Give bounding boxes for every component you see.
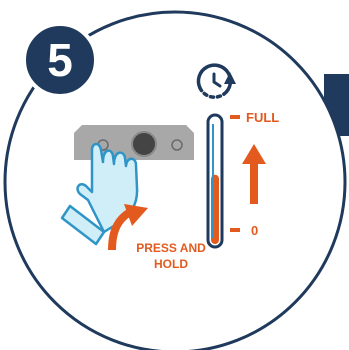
- step-number: 5: [47, 34, 73, 86]
- label-empty: 0: [251, 223, 258, 238]
- instruction-line-2: HOLD: [154, 257, 188, 271]
- label-full: FULL: [246, 110, 279, 125]
- instruction-line-1: PRESS AND: [136, 241, 206, 255]
- step-badge: 5: [24, 24, 96, 96]
